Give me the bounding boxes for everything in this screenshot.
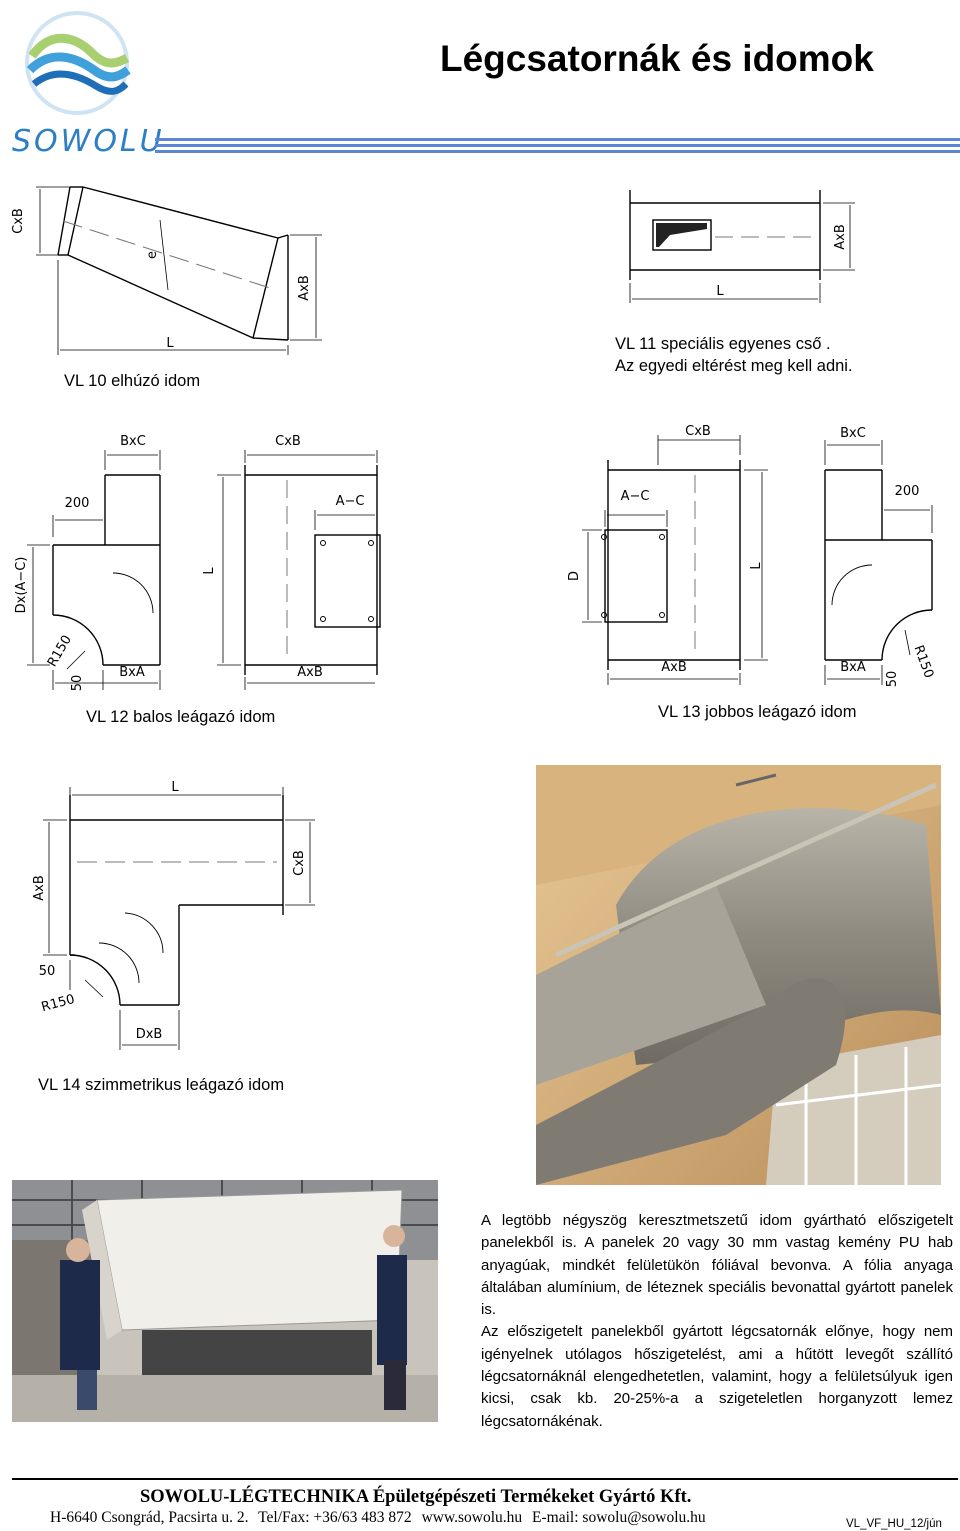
vl13-label-a-c: A−C (621, 489, 650, 504)
description-text: A legtöbb négyszög keresztmetszetű idom … (481, 1210, 953, 1433)
page-title: Légcsatornák és idomok (440, 38, 874, 79)
vl12-label-50: 50 (70, 675, 85, 692)
vl13-caption: VL 13 jobbos leágazó idom (658, 703, 857, 721)
vl13-label-axb: AxB (661, 660, 687, 675)
vl13-label-cxb: CxB (685, 424, 711, 439)
vl14-label-cxb: CxB (292, 850, 307, 876)
vl10-label-l: L (166, 336, 174, 351)
vl13-label-l: L (749, 562, 764, 570)
vl14-label-dxb: DxB (136, 1027, 163, 1042)
description-paragraph-1: A legtöbb négyszög keresztmetszetű idom … (481, 1212, 953, 1319)
vl11-label-axb: AxB (833, 224, 848, 250)
vl13-label-r150: R150 (910, 643, 936, 680)
vl14-label-axb: AxB (32, 875, 47, 901)
vl12-label-l: L (202, 567, 217, 575)
description-paragraph-2: Az előszigetelt panelekből gyártott légc… (481, 1323, 953, 1430)
vl12-label-axb: AxB (297, 665, 323, 680)
footer-company: SOWOLU-LÉGTECHNIKA Épületgépészeti Termé… (140, 1487, 692, 1507)
vl10-label-cxb: CxB (11, 208, 26, 234)
vl11-caption-line1: VL 11 speciális egyenes cső . (615, 335, 831, 353)
vl12-label-200: 200 (65, 496, 90, 511)
vl10-label-axb: AxB (297, 275, 312, 301)
vl13-label-bxc: BxC (840, 426, 866, 441)
footer-rule (12, 1478, 958, 1480)
vl13-drawing: CxB BxC A−C 200 D L AxB BxA 50 R150 (567, 424, 936, 688)
vl12-label-cxb: CxB (275, 434, 301, 449)
vl12-label-bxc: BxC (120, 434, 146, 449)
vl13-label-bxa: BxA (840, 660, 866, 675)
vl14-label-r150: R150 (40, 992, 77, 1015)
vl10-caption: VL 10 elhúzó idom (64, 372, 201, 390)
footer-web-link[interactable]: www.sowolu.hu (421, 1509, 523, 1526)
vl12-label-dx-ac: Dx(A−C) (14, 557, 29, 614)
vl14-label-50: 50 (39, 964, 56, 979)
header-rule (155, 138, 960, 154)
brand-name: SOWOLU (12, 124, 165, 159)
duct-installation-photo (536, 765, 941, 1185)
vl11-drawing: AxB L (629, 190, 855, 303)
vl12-label-r150: R150 (45, 633, 75, 670)
vl13-label-200: 200 (895, 484, 920, 499)
logo (22, 8, 132, 118)
footer-phone: Tel/Fax: +36/63 483 872 (258, 1509, 412, 1526)
panel-workers-photo (12, 1180, 438, 1422)
footer-contact: H-6640 Csongrád, Pacsirta u. 2. Tel/Fax:… (50, 1509, 712, 1527)
vl12-label-a-c: A−C (336, 494, 365, 509)
vl12-drawing: BxC CxB 200 A−C Dx(A−C) L R150 50 BxA Ax… (14, 434, 381, 692)
vl10-label-e: e (145, 251, 160, 259)
footer-address: H-6640 Csongrád, Pacsirta u. 2. (50, 1509, 249, 1526)
vl12-caption: VL 12 balos leágazó idom (86, 708, 276, 726)
vl13-label-d: D (567, 571, 582, 581)
vl11-caption-line2: Az egyedi eltérést meg kell adni. (615, 357, 853, 375)
footer-email-link[interactable]: E-mail: sowolu@sowolu.hu (532, 1509, 706, 1526)
document-code: VL_VF_HU_12/jún (846, 1518, 942, 1530)
vl11-label-l: L (716, 284, 724, 299)
vl10-drawing: CxB e AxB L (11, 186, 322, 355)
vl14-label-l: L (171, 780, 179, 795)
vl14-drawing: L AxB CxB 50 R150 DxB (32, 780, 315, 1050)
vl13-label-50: 50 (885, 671, 900, 688)
vl14-caption: VL 14 szimmetrikus leágazó idom (38, 1076, 285, 1094)
vl12-label-bxa: BxA (119, 665, 145, 680)
